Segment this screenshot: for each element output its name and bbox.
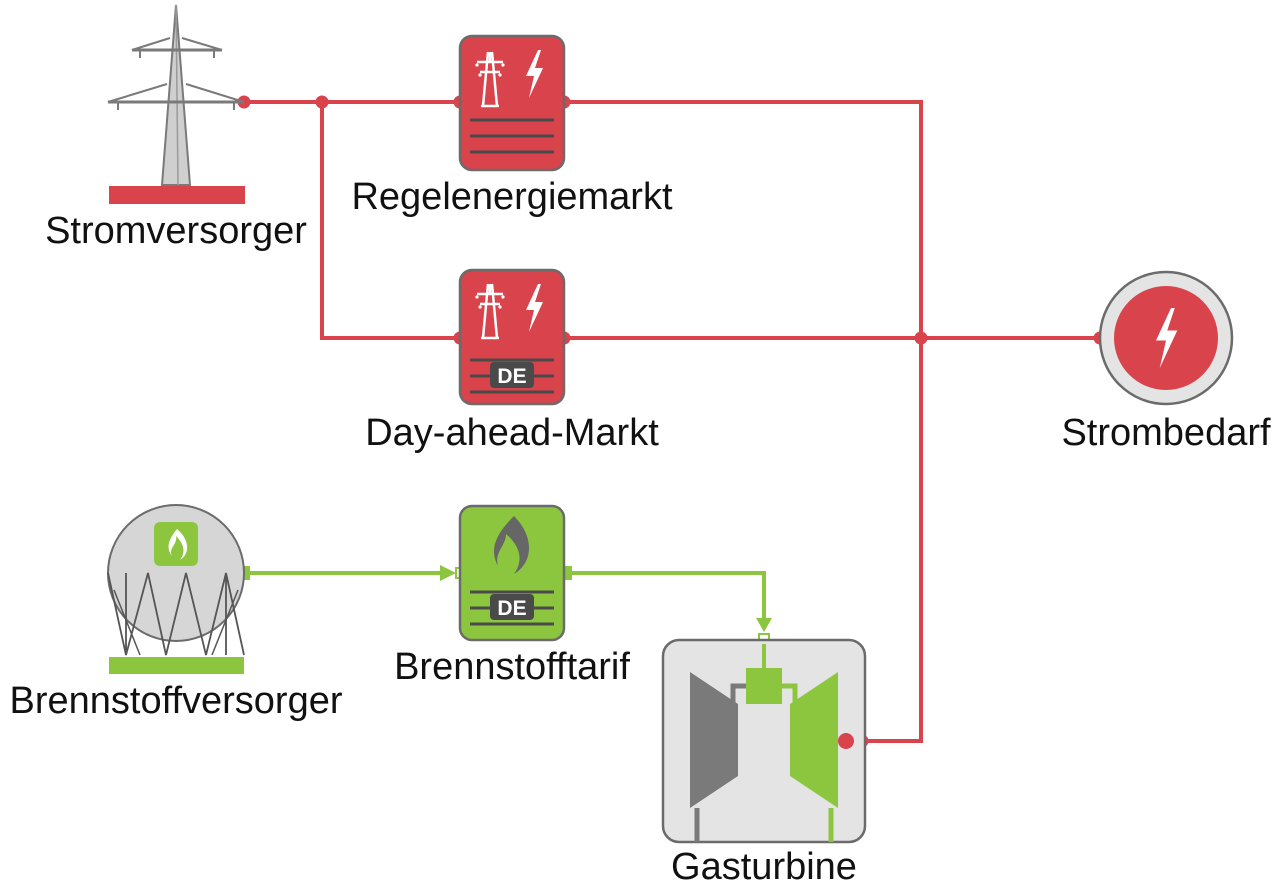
brennstofftarif-label: Brennstofftarif xyxy=(394,646,630,688)
power-pylon-icon xyxy=(107,4,245,186)
gasturbine-label: Gasturbine xyxy=(671,846,857,888)
regelenergiemarkt-node[interactable] xyxy=(458,34,566,172)
stromversorger-label: Stromversorger xyxy=(45,210,307,252)
brennstoffversorger-label: Brennstoffversorger xyxy=(9,680,343,722)
day-ahead-label: Day-ahead-Markt xyxy=(365,412,659,454)
fuel-supplier-base-bar xyxy=(109,657,244,674)
line-regel-to-bus xyxy=(564,100,923,338)
supplier-base-bar xyxy=(109,186,245,204)
line-supplier-to-dayahead xyxy=(320,102,460,340)
stromversorger-node[interactable] xyxy=(107,4,245,204)
badge-de xyxy=(490,362,534,388)
regelenergiemarkt-label: Regelenergiemarkt xyxy=(351,176,673,218)
line-tarif-to-turbine xyxy=(564,571,766,622)
arrowhead-icon xyxy=(756,618,772,632)
badge-de xyxy=(490,594,534,620)
strombedarf-label: Strombedarf xyxy=(1061,412,1271,454)
arrowhead-icon xyxy=(440,565,456,581)
fuel-connections xyxy=(244,571,766,622)
power-connections xyxy=(244,100,1100,743)
gas-turbine-icon xyxy=(690,644,854,842)
badge-de-text: DE xyxy=(497,597,526,620)
brennstofftarif-node[interactable]: DE xyxy=(458,504,566,642)
flame-icon xyxy=(493,516,529,574)
brennstoffversorger-node[interactable] xyxy=(107,504,245,674)
day-ahead-node[interactable]: DE xyxy=(458,268,566,406)
badge-de-text: DE xyxy=(497,365,526,388)
junction-dot xyxy=(914,331,928,345)
junction-dot xyxy=(315,95,329,109)
strombedarf-node[interactable] xyxy=(1098,270,1234,406)
gas-tank-icon xyxy=(107,504,245,656)
line-turbine-to-bus xyxy=(862,338,923,743)
gasturbine-node[interactable] xyxy=(661,638,867,844)
